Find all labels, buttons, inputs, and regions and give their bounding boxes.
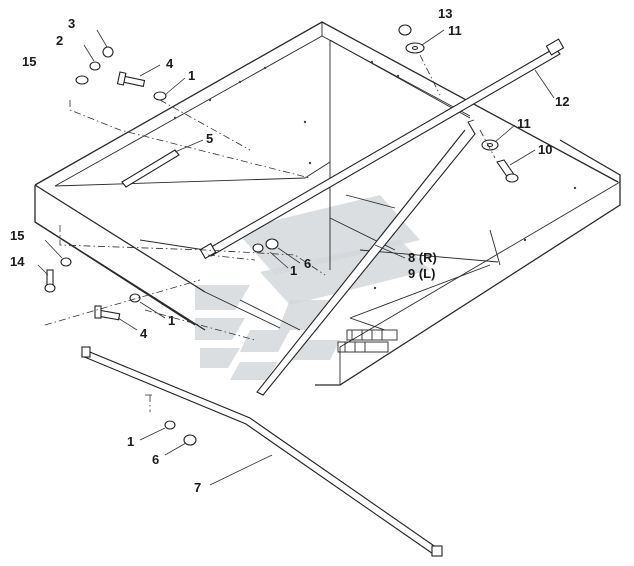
callout-1: 1 xyxy=(127,434,134,449)
watermark-logo xyxy=(195,195,430,380)
callout-3: 3 xyxy=(68,16,75,31)
callout-4: 4 xyxy=(166,56,174,71)
callout-6: 6 xyxy=(304,256,311,271)
assembly-centerlines xyxy=(44,54,496,412)
callout-15: 15 xyxy=(10,228,24,243)
callout-6: 6 xyxy=(152,452,159,467)
callout-11: 11 xyxy=(517,116,531,131)
hardware-lower-left xyxy=(44,257,141,321)
callout-5: 5 xyxy=(206,131,213,146)
callout-1: 1 xyxy=(188,68,195,83)
hardware-lower-rod xyxy=(164,420,197,446)
callout-1: 1 xyxy=(168,313,175,328)
rod-part-8-9 xyxy=(256,119,476,396)
hardware-upper-left xyxy=(75,46,167,101)
callout-labels: 3 2 15 4 1 5 13 11 12 11 10 15 14 1 6 8 … xyxy=(10,6,569,495)
callout-10: 10 xyxy=(538,142,552,157)
callout-12: 12 xyxy=(555,94,569,109)
callout-8-r: 8 (R) xyxy=(408,250,437,265)
rod-part-7 xyxy=(81,346,443,557)
bolt-part-10 xyxy=(496,159,519,183)
leader-lines xyxy=(37,29,555,486)
callout-14: 14 xyxy=(10,254,25,269)
callout-15: 15 xyxy=(22,54,36,69)
callout-2: 2 xyxy=(56,33,63,48)
callout-7: 7 xyxy=(194,480,201,495)
hopper-box xyxy=(34,21,621,386)
callout-13: 13 xyxy=(438,6,452,21)
hardware-middle xyxy=(252,238,279,253)
rod-part-12 xyxy=(199,38,565,260)
callout-9-l: 9 (L) xyxy=(408,266,435,281)
nut-part-13 xyxy=(398,24,412,36)
callout-4: 4 xyxy=(140,326,148,341)
part-5-clip xyxy=(121,149,180,188)
callout-1: 1 xyxy=(290,263,297,278)
callout-11: 11 xyxy=(448,23,462,38)
